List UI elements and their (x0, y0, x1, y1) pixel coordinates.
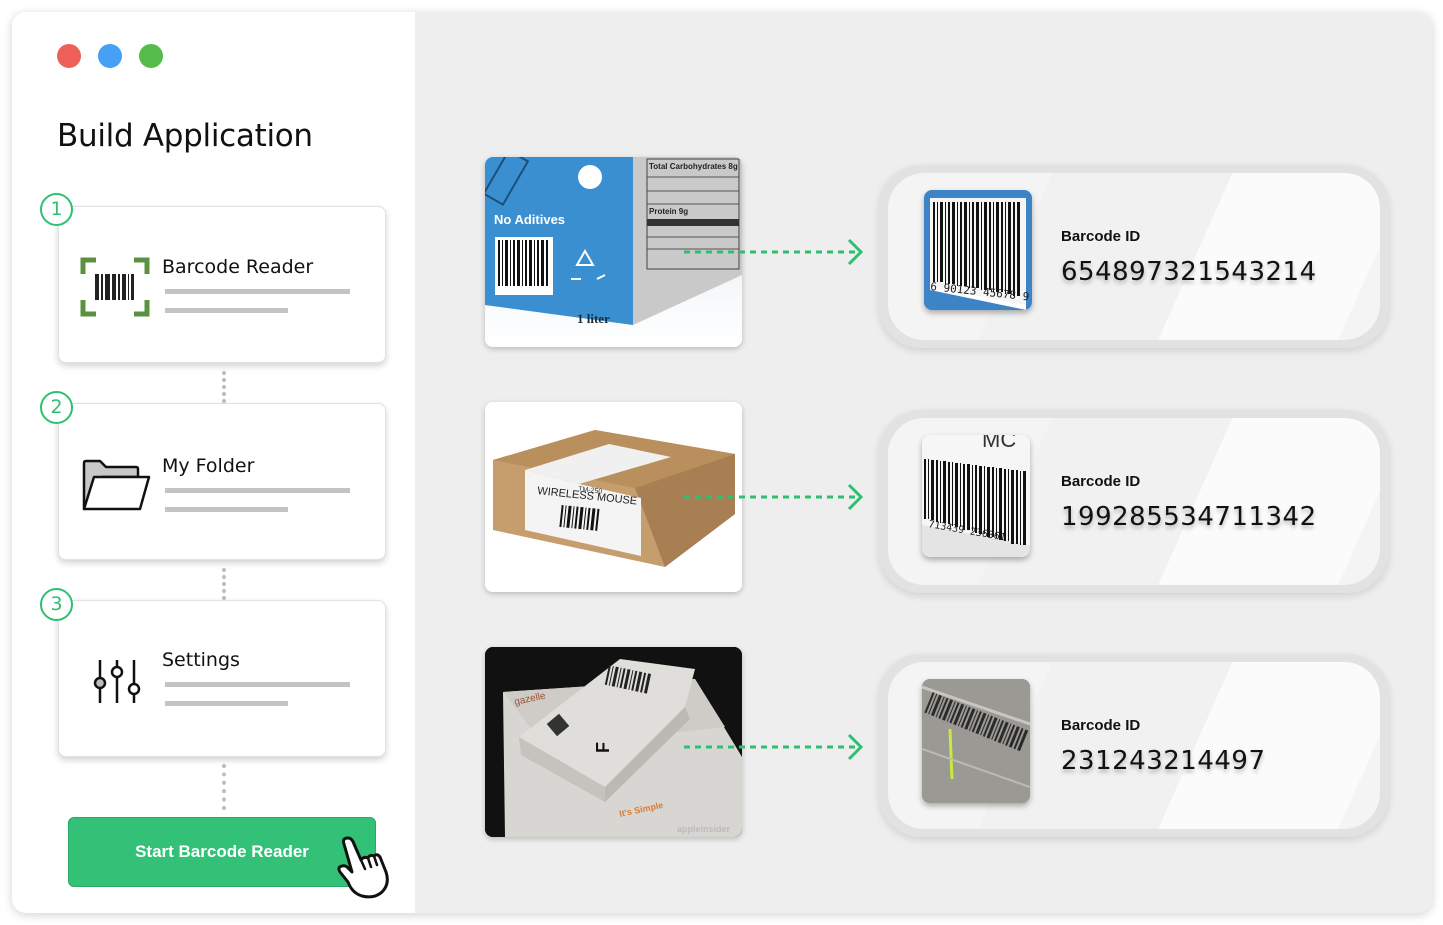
step-number-2: 2 (40, 391, 73, 424)
barcode-result-card: MC 713439 236361 Barcode ID 199285534711… (879, 410, 1389, 593)
shipping-boxes-photo: F gazelle It's Simple appleinsider (485, 647, 742, 837)
barcode-thumbnail: 6 90123 45678 9 (924, 190, 1032, 310)
placeholder-line (165, 507, 288, 512)
app-window: Build Application 1 Barcode Reader 2 (12, 12, 1432, 913)
step-card-settings[interactable]: Settings (58, 600, 386, 757)
step-number-1: 1 (40, 193, 73, 226)
barcode-thumbnail (922, 679, 1030, 803)
step-label: My Folder (162, 455, 255, 477)
placeholder-line (165, 701, 288, 706)
window-minimize-button[interactable] (98, 44, 122, 68)
sliders-icon (93, 660, 141, 703)
photo-text: Total Carbohydrates 8g (649, 162, 738, 171)
window-close-button[interactable] (57, 44, 81, 68)
step-connector (222, 764, 230, 810)
barcode-id-value: 199285534711342 (1061, 502, 1317, 532)
barcode-scan-icon (80, 257, 150, 317)
step-label: Barcode Reader (162, 256, 314, 278)
photo-text: No Aditives (494, 212, 565, 227)
folder-open-icon (82, 459, 151, 511)
scan-arrow-icon (684, 733, 864, 761)
placeholder-line (165, 488, 350, 493)
svg-text:F: F (593, 742, 613, 753)
scan-arrow-icon (684, 238, 864, 266)
svg-text:MC: MC (982, 435, 1016, 452)
barcode-result-card: 6 90123 45678 9 Barcode ID 6548973215432… (879, 165, 1389, 348)
photo-text: Protein 9g (649, 207, 688, 216)
step-label: Settings (162, 649, 240, 671)
barcode-id-value: 654897321543214 (1061, 257, 1317, 287)
step-connector (222, 371, 230, 403)
step-number-3: 3 (40, 588, 73, 621)
photo-text: TM-250 (578, 486, 603, 495)
barcode-id-value: 231243214497 (1061, 746, 1266, 776)
step-card-barcode-reader[interactable]: Barcode Reader (58, 206, 386, 363)
step-card-my-folder[interactable]: My Folder (58, 403, 386, 560)
barcode-id-label: Barcode ID (1061, 228, 1141, 245)
window-maximize-button[interactable] (139, 44, 163, 68)
sidebar: Build Application 1 Barcode Reader 2 (12, 12, 415, 913)
hand-pointer-cursor-icon (337, 836, 389, 899)
step-connector (222, 568, 230, 600)
placeholder-line (165, 289, 350, 294)
page-title: Build Application (57, 118, 313, 154)
barcode-result-card: Barcode ID 231243214497 (879, 654, 1389, 837)
barcode-id-label: Barcode ID (1061, 717, 1141, 734)
scan-arrow-icon (684, 483, 864, 511)
placeholder-line (165, 682, 350, 687)
barcode-id-label: Barcode ID (1061, 473, 1141, 490)
photo-text: 1 liter (577, 311, 610, 326)
barcode-thumbnail: MC 713439 236361 (922, 435, 1030, 557)
photo-text: appleinsider (677, 824, 731, 834)
start-barcode-reader-button[interactable]: Start Barcode Reader (68, 817, 376, 887)
placeholder-line (165, 308, 288, 313)
